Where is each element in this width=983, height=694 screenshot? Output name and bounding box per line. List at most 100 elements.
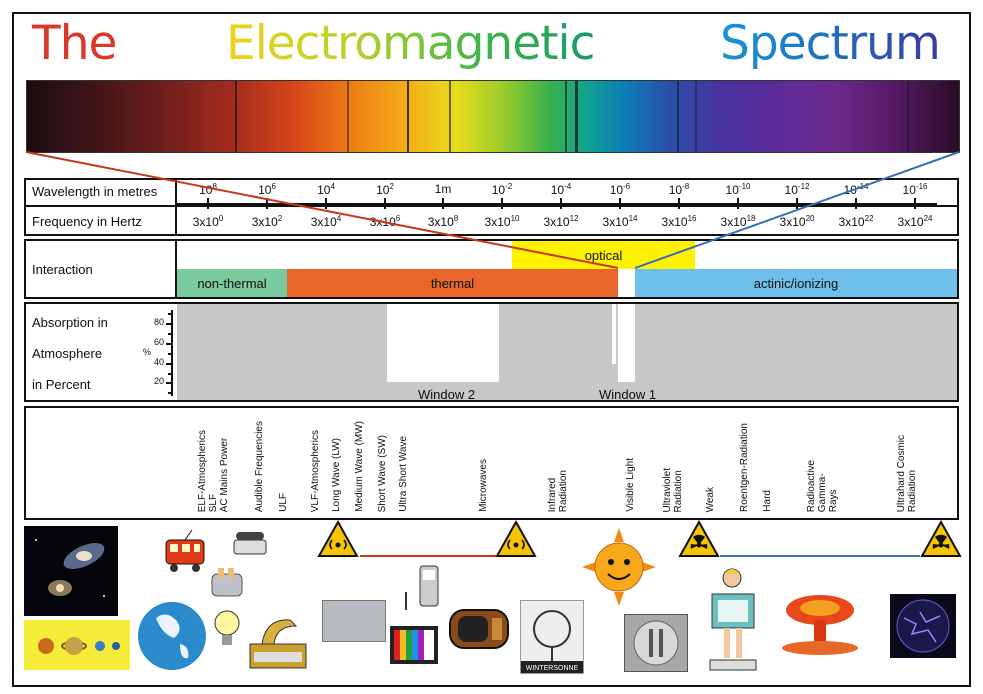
- radio-image: [322, 600, 386, 642]
- absorption-tick-label: 80: [153, 317, 164, 327]
- window-2-gap: [387, 304, 499, 382]
- absorption-minor-tick: [168, 313, 172, 315]
- record-player-image: [246, 608, 310, 672]
- interaction-label: Interaction: [32, 262, 93, 277]
- thermal-label: thermal: [430, 275, 475, 291]
- microwave-oven-image: [446, 604, 512, 654]
- scale-tick: [384, 198, 386, 209]
- wavelength-tick-label: 10-12: [784, 182, 810, 197]
- radio-wave-warning-icon: [317, 520, 359, 558]
- absorption-tick: [166, 363, 172, 365]
- scale-tick: [855, 198, 857, 209]
- scale-row-divider: [24, 205, 959, 207]
- actinic-band: actinic/ionizing: [635, 269, 957, 297]
- infrared-heater-image: WINTERSONNE: [520, 600, 584, 674]
- region-box: [24, 406, 959, 520]
- x-ray-person-image: [702, 564, 764, 674]
- wavelength-tick-label: 102: [376, 182, 394, 197]
- window-1-label: Window 1: [599, 387, 657, 402]
- absorption-tick-label: 20: [153, 376, 164, 386]
- wavelength-tick-label: 10-2: [491, 182, 513, 197]
- nuclear-explosion-image: [776, 592, 864, 656]
- scale-tick: [207, 198, 209, 209]
- absorption-box: [24, 302, 959, 402]
- absorption-minor-tick: [168, 353, 172, 355]
- galaxy-image: [24, 526, 118, 616]
- title-spectrum: Spectrum: [720, 14, 941, 74]
- toaster-image: [206, 562, 256, 602]
- frequency-tick-label: 3x1020: [779, 214, 815, 229]
- frequency-tick-label: 3x1014: [602, 214, 638, 229]
- scale-axis: [177, 203, 937, 205]
- frequency-tick-label: 3x1022: [838, 214, 874, 229]
- interaction-box: [24, 239, 959, 299]
- television-image: [388, 622, 440, 672]
- diagram-frame: [12, 12, 971, 687]
- blue-connector-line: [634, 151, 960, 269]
- walkie-talkie-image: [396, 562, 450, 614]
- spectrum-color-bar: [26, 80, 960, 153]
- percent-sign: %: [143, 347, 152, 357]
- frequency-tick-label: 3x100: [192, 214, 224, 229]
- scale-divider: [175, 178, 177, 236]
- radiation-warning-icon: [920, 520, 962, 558]
- frequency-tick-label: 3x1018: [720, 214, 756, 229]
- window-2-label: Window 2: [418, 387, 476, 402]
- scale-tick: [678, 198, 680, 209]
- red-connector-line: [25, 151, 619, 269]
- wintersonne-label: WINTERSONNE: [526, 665, 579, 672]
- absorption-tick: [166, 382, 172, 384]
- frequency-label: Frequency in Hertz: [32, 214, 142, 229]
- wavelength-tick-label: 104: [317, 182, 335, 197]
- scale-tick: [914, 198, 916, 209]
- wavelength-tick-label: 10-8: [668, 182, 690, 197]
- absorption-minor-tick: [168, 392, 172, 394]
- non-thermal-label: non-thermal: [197, 275, 267, 291]
- frequency-tick-label: 3x1012: [543, 214, 579, 229]
- telephone-image: [230, 526, 270, 558]
- wavelength-tick-label: 10-16: [902, 182, 928, 197]
- title-the: The: [32, 16, 117, 71]
- sun-cartoon-image: [582, 528, 656, 606]
- frequency-tick-label: 3x108: [427, 214, 459, 229]
- title-electromagnetic: Electromagnetic: [226, 14, 595, 74]
- light-bulb-image: [210, 606, 244, 652]
- scale-tick: [796, 198, 798, 209]
- tram-image: [162, 530, 208, 574]
- uv-lamp-image: [624, 614, 688, 672]
- absorption-minor-tick: [168, 373, 172, 375]
- absorption-area: [177, 304, 957, 400]
- absorption-tick: [166, 323, 172, 325]
- radiation-warning-icon: [678, 520, 720, 558]
- absorption-y-axis: [171, 310, 173, 396]
- thermal-band: thermal: [287, 269, 618, 297]
- frequency-tick-label: 3x1024: [897, 214, 933, 229]
- scale-tick: [266, 198, 268, 209]
- scale-box: [24, 178, 959, 236]
- scale-tick: [737, 198, 739, 209]
- wavelength-tick-label: 10-6: [609, 182, 631, 197]
- scale-tick: [442, 198, 444, 209]
- frequency-tick-label: 3x1016: [661, 214, 697, 229]
- absorption-tick: [166, 343, 172, 345]
- window-1-gap: [618, 304, 635, 382]
- absorption-tick-label: 40: [153, 357, 164, 367]
- non-thermal-band: non-thermal: [177, 269, 287, 297]
- frequency-tick-label: 3x104: [310, 214, 342, 229]
- absorption-tick-label: 60: [153, 337, 164, 347]
- frequency-tick-label: 3x1010: [484, 214, 520, 229]
- window-1-thin-gap: [612, 304, 616, 364]
- solar-system-image: [24, 620, 130, 670]
- wavelength-tick-label: 106: [258, 182, 276, 197]
- scale-tick: [560, 198, 562, 209]
- scale-tick: [619, 198, 621, 209]
- scale-tick: [325, 198, 327, 209]
- cosmic-radiation-image: [890, 594, 956, 658]
- frequency-tick-label: 3x102: [251, 214, 283, 229]
- optical-label: optical: [584, 247, 623, 263]
- wavelength-tick-label: 10-10: [725, 182, 751, 197]
- wavelength-tick-label: 1m: [434, 182, 452, 196]
- absorption-label-1: Absorption in: [32, 315, 108, 330]
- absorption-minor-tick: [168, 333, 172, 335]
- radio-wave-warning-icon: [495, 520, 537, 558]
